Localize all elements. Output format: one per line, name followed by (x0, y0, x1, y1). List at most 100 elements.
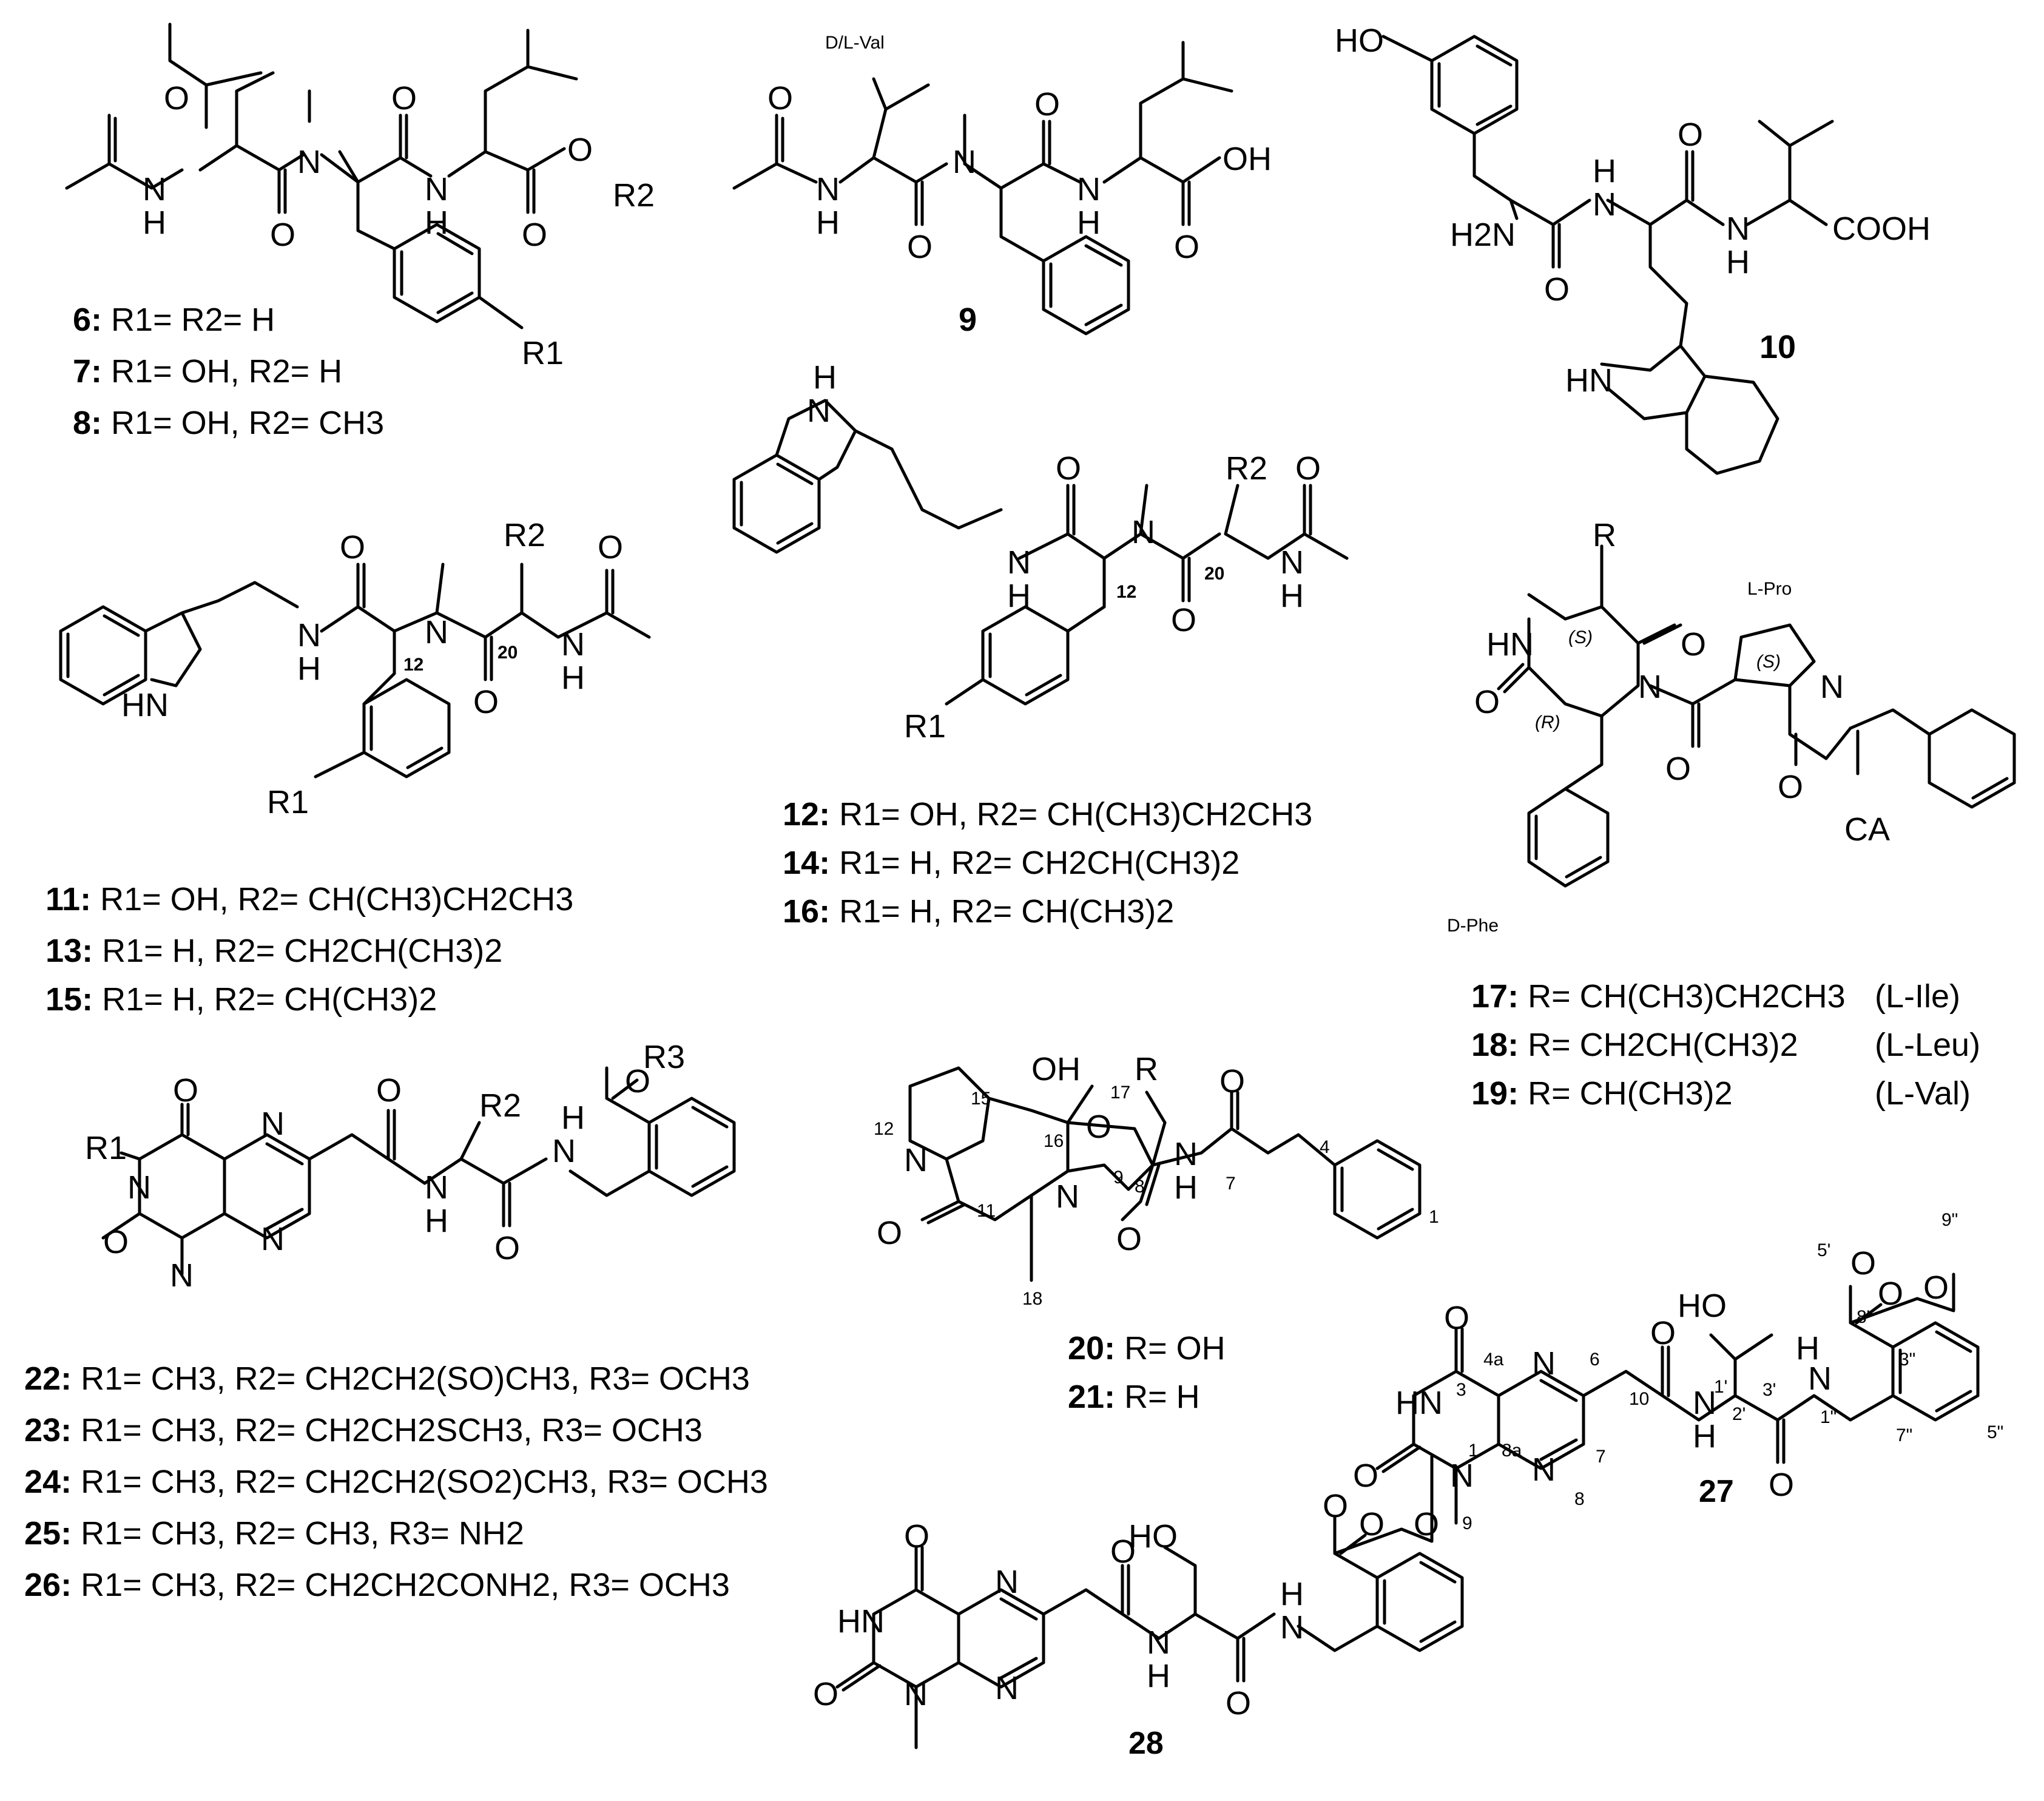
atom-number: 8" (1857, 1307, 1873, 1327)
atom-label: N (995, 1670, 1019, 1706)
atom-number: 5" (1987, 1422, 2003, 1442)
atom-label: R1 (904, 708, 946, 745)
atom-number: 1' (1714, 1377, 1727, 1397)
residue-label: L-Pro (1747, 579, 1792, 599)
atom-label: COOH (1832, 211, 1931, 247)
atom-number: 4a (1483, 1350, 1504, 1370)
compound-id: 7 (73, 353, 91, 390)
atom-label: R2 (479, 1087, 521, 1124)
atom-label: H (1796, 1330, 1820, 1367)
residue-tag: (L-Leu) (1875, 1027, 1980, 1063)
atom-label: O (1778, 769, 1803, 805)
atom-label: N (904, 1676, 928, 1712)
atom-label: O (907, 229, 933, 265)
svg-text:7: R1= OH, R2= H: 7: R1= OH, R2= H (73, 353, 342, 390)
legend-17-19: 17: R= CH(CH3)CH2CH3 (L-Ile) 18: R= CH2C… (1471, 978, 1980, 1112)
atom-label: H (1593, 153, 1616, 189)
atom-label: N (816, 171, 840, 208)
atom-label: O (1681, 626, 1706, 663)
atom-label: O (813, 1676, 838, 1712)
compound-id: 20 (1068, 1330, 1104, 1367)
atom-label: H (1147, 1658, 1170, 1694)
atom-label: N (425, 614, 448, 650)
svg-text:14: R1= H, R2= CH2CH(CH3)2: 14: R1= H, R2= CH2CH(CH3)2 (783, 845, 1240, 881)
atom-number: 3 (1456, 1380, 1466, 1400)
structure-compound-28: O HN O N N N O N H HO O N H O O O 28 (813, 1455, 1464, 1761)
atom-label: O (376, 1072, 402, 1109)
legend-11-13-15: 11: R1= OH, R2= CH(CH3)CH2CH3 13: R1= H,… (46, 881, 573, 1018)
atom-label: N (127, 1169, 151, 1206)
legend-20-21: 20: R= OH 21: R= H (1068, 1330, 1226, 1415)
atom-label: N (1808, 1360, 1832, 1397)
atom-label: R1 (267, 784, 309, 820)
substituent-text: R1= OH, R2= H (102, 353, 342, 390)
atom-label: N (1693, 1385, 1716, 1421)
atom-label: O (270, 217, 295, 253)
compound-id: 13 (46, 933, 82, 969)
atom-label: O (904, 1518, 929, 1555)
substituent-text: R1= H, R2= CH(CH3)2 (93, 981, 437, 1018)
substituent-text: R1= R2= H (102, 302, 275, 338)
compound-id: 6 (73, 302, 91, 338)
config-label: D/L-Val (825, 33, 885, 53)
atom-label: O (767, 80, 793, 117)
atom-number: 16 (1044, 1131, 1064, 1151)
svg-text:20: R= OH: 20: R= OH (1068, 1330, 1226, 1367)
atom-label: H (816, 204, 840, 241)
atom-label: N (1132, 514, 1155, 550)
structure-compounds-17-19: R HN O N O O N O (S) (R) (S) L-Pro CA D-… (1447, 517, 2016, 1112)
atom-label: N (1077, 171, 1101, 208)
compound-id: 11 (46, 881, 80, 917)
atom-label: O (625, 1063, 650, 1100)
atom-label: N (297, 144, 321, 180)
atom-label: O (1650, 1315, 1676, 1351)
atom-label: N (425, 1169, 448, 1206)
atom-label: O (1769, 1467, 1794, 1503)
substituent-text: R1= H, R2= CH2CH(CH3)2 (93, 933, 502, 969)
atom-label: R2 (1226, 450, 1267, 487)
atom-label: HN (1395, 1385, 1443, 1421)
svg-text:18: R= CH2CH(CH3)2: 18: R= CH2CH(CH3)2 (1471, 1027, 1798, 1063)
atom-label: R3 (643, 1039, 685, 1075)
atom-number: 6 (1590, 1350, 1600, 1370)
atom-label: O (1850, 1245, 1876, 1282)
compound-id: 25 (24, 1515, 61, 1552)
residue-label: D-Phe (1447, 916, 1499, 936)
atom-label: N (1056, 1178, 1079, 1215)
atom-label: N (561, 626, 585, 663)
atom-label: O (1923, 1269, 1949, 1306)
atom-number: 1" (1820, 1407, 1837, 1427)
atom-label: N (1450, 1458, 1474, 1494)
stereo-label: (R) (1535, 712, 1560, 732)
structure-compound-9: D/L-Val O N H O N O N H O OH 9 (732, 33, 1272, 338)
atom-label: H (1726, 244, 1750, 280)
atom-label: H (1174, 1169, 1198, 1206)
substituent-text: R1= CH3, R2= CH2CH2SCH3, R3= OCH3 (72, 1412, 703, 1448)
atom-label: O (1678, 117, 1703, 153)
compound-id: 17 (1471, 978, 1508, 1015)
substituent-text: R1= CH3, R2= CH2CH2(SO)CH3, R3= OCH3 (72, 1360, 750, 1397)
substituent-text: R1= OH, R2= CH(CH3)CH2CH3 (91, 881, 573, 917)
compound-id: 12 (783, 796, 819, 833)
compound-id: 24 (24, 1464, 61, 1500)
svg-text:21: R= H: 21: R= H (1068, 1379, 1200, 1415)
compound-id: 21 (1068, 1379, 1104, 1415)
legend-22-26: 22: R1= CH3, R2= CH2CH2(SO)CH3, R3= OCH3… (24, 1360, 768, 1603)
atom-label: O (173, 1072, 198, 1109)
atom-number: 7 (1596, 1447, 1606, 1467)
structure-compound-27: O HN O N N N O N H HO O N H O O O 3 4a 6… (1353, 1210, 2003, 1533)
atom-label: N (170, 1257, 194, 1294)
stereo-label: (S) (1568, 627, 1593, 647)
residue-label: CA (1844, 811, 1890, 848)
atom-label: OH (1031, 1051, 1081, 1087)
atom-label: O (1295, 450, 1321, 487)
atom-label: HO (1678, 1288, 1727, 1324)
structure-compounds-20-21: OH R O O N N O O N H 12 15 16 17 9 8 7 1… (874, 1051, 1439, 1415)
atom-label: N (1820, 669, 1844, 705)
atom-label: N (904, 1142, 928, 1178)
atom-label: H (1280, 578, 1304, 614)
atom-label: N (1638, 669, 1662, 705)
structure-compound-10: HO H2N O N H O N H COOH HN 10 (1335, 22, 1931, 475)
atom-label: O (1474, 684, 1500, 720)
